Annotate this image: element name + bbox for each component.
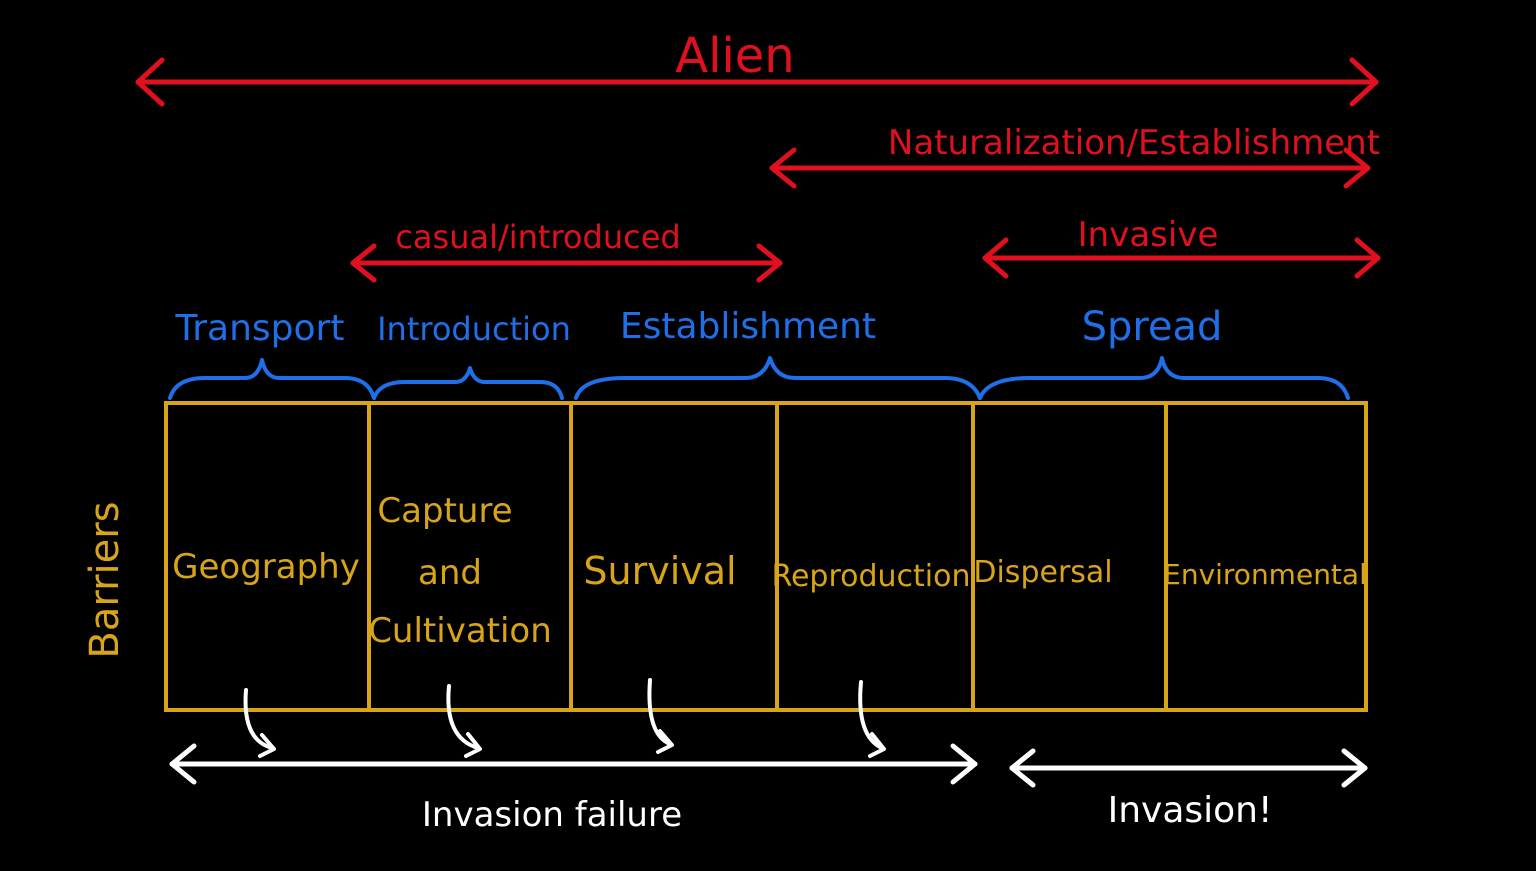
- stage-transport-label: Transport: [175, 308, 345, 349]
- outcome-success-label: Invasion!: [1108, 790, 1273, 831]
- brace-establishment: [574, 356, 982, 400]
- naturalization-arrow: [769, 147, 1371, 189]
- casual-arrow: [350, 243, 783, 283]
- failure-arrow-geography: [243, 688, 276, 758]
- success-span-arrow: [1009, 748, 1368, 788]
- brace-spread: [978, 356, 1350, 400]
- barrier-geography: Geography: [172, 547, 360, 587]
- alien-label: Alien: [675, 28, 794, 84]
- casual-label: casual/introduced: [395, 218, 680, 256]
- stage-spread-label: Spread: [1082, 304, 1223, 350]
- failure-span-arrow: [169, 743, 978, 785]
- barrier-survival: Survival: [583, 549, 736, 593]
- failure-arrow-survival: [647, 678, 674, 754]
- barrier-reproduction: Reproduction: [771, 559, 970, 594]
- outcome-failure-label: Invasion failure: [422, 795, 682, 835]
- brace-introduction: [372, 366, 564, 400]
- barrier-dispersal: Dispersal: [973, 555, 1112, 590]
- barrier-capture-line3: Cultivation: [368, 611, 552, 651]
- naturalization-label: Naturalization/Establishment: [888, 123, 1380, 163]
- brace-transport: [168, 358, 376, 400]
- stage-establishment-label: Establishment: [620, 306, 876, 347]
- barriers-axis-label: Barriers: [82, 501, 128, 658]
- alien-arrow: [135, 57, 1379, 107]
- stage-introduction-label: Introduction: [377, 310, 571, 348]
- invasive-arrow: [982, 237, 1381, 279]
- barrier-environmental: Environmental: [1163, 558, 1367, 591]
- failure-arrow-reproduction: [858, 680, 886, 758]
- barrier-capture-line2: and: [418, 553, 482, 593]
- failure-arrow-capture: [446, 684, 482, 758]
- barrier-table: [164, 401, 1368, 712]
- barrier-capture-line1: Capture: [377, 491, 512, 531]
- invasive-label: Invasive: [1078, 215, 1219, 255]
